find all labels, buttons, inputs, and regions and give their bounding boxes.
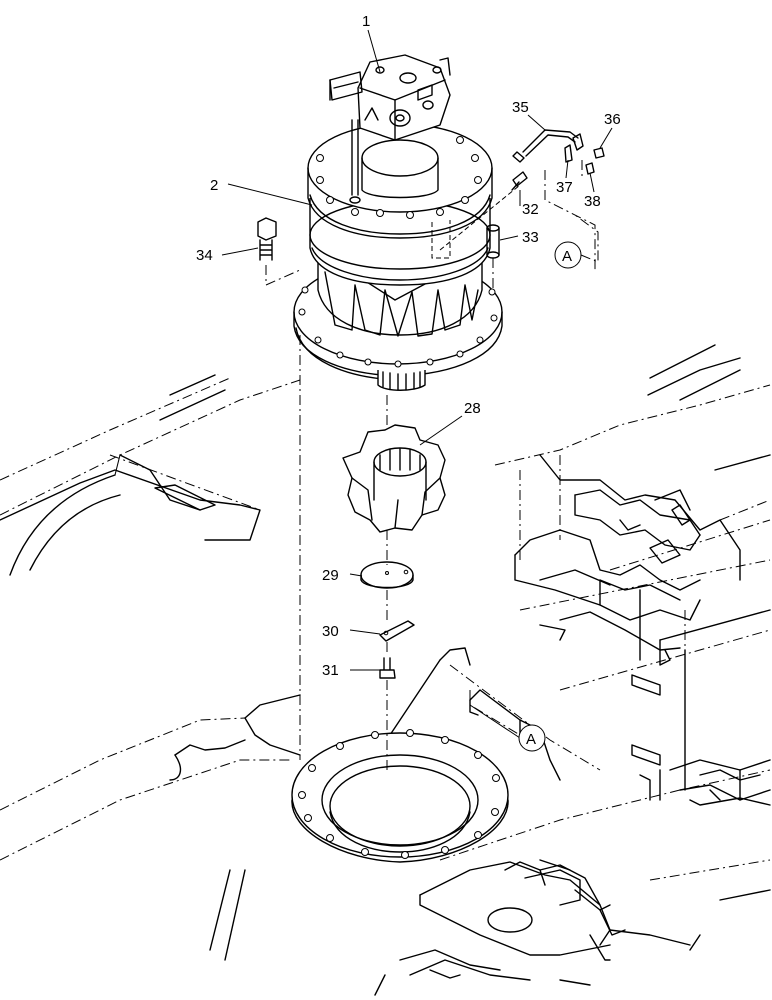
- hex-bolt: [257, 217, 277, 261]
- callout-38: 38: [584, 193, 601, 210]
- reference-marker-a-bottom: A: [518, 724, 546, 752]
- callout-30: 30: [322, 623, 339, 640]
- bolt: [379, 657, 396, 679]
- drain-pipe: [512, 129, 584, 163]
- callout-28: 28: [464, 400, 481, 417]
- pinion-gear: [342, 424, 446, 533]
- callout-29: 29: [322, 567, 339, 584]
- pipe-fittings: [564, 144, 605, 175]
- callout-32: 32: [522, 201, 539, 218]
- callout-2: 2: [210, 177, 218, 194]
- swing-motor-assembly: [293, 54, 503, 381]
- callout-37: 37: [556, 179, 573, 196]
- callout-33: 33: [522, 229, 539, 246]
- swing-bearing-mount: [291, 729, 509, 863]
- plug-fitting: [511, 171, 528, 191]
- callout-35: 35: [512, 99, 529, 116]
- reference-a-top-label: A: [562, 248, 572, 265]
- callout-34: 34: [196, 247, 213, 264]
- reference-a-bottom-label: A: [526, 731, 536, 748]
- callout-31: 31: [322, 662, 339, 679]
- reference-marker-a-top: A: [554, 214, 599, 269]
- callout-leaders: [221, 29, 613, 739]
- callout-36: 36: [604, 111, 621, 128]
- turntable-frame-outline: [0, 344, 771, 996]
- thrust-plate: [360, 561, 414, 589]
- lock-plate: [379, 620, 415, 642]
- callout-1: 1: [362, 13, 370, 30]
- pinion-shaft: [377, 370, 426, 391]
